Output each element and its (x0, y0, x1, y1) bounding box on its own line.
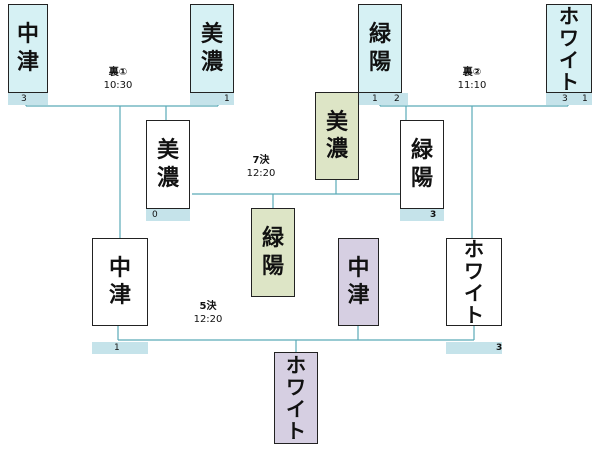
team-char: 緑 (368, 22, 391, 47)
team-char: ワ (559, 25, 579, 50)
score-top-mino: 1 (224, 94, 230, 104)
team-char: 美 (200, 22, 223, 47)
team-char: ワ (286, 375, 306, 399)
score-top-white-right: 1 (582, 94, 588, 104)
team-char: 津 (108, 283, 131, 308)
team-char: 陽 (261, 253, 284, 279)
team-char: ワ (464, 259, 484, 283)
team-char: 濃 (156, 165, 179, 191)
team-char: 陽 (368, 49, 391, 75)
score-top-ryokuyo-right: 2 (394, 94, 400, 104)
team-char: イ (464, 281, 484, 305)
score-bar-top-ryokuyo: 1 2 (358, 93, 408, 105)
match-name: 7決 (252, 155, 270, 166)
match-time: 11:10 (457, 80, 487, 91)
team-char: 緑 (410, 138, 433, 163)
team-box-nakatsu-top: 中 津 (8, 4, 48, 93)
score-bar-top-mino: 1 (190, 93, 234, 105)
team-box-mino-7th-match: 美 濃 (146, 120, 190, 209)
team-char: 中 (347, 255, 370, 281)
score-bar-sf-nakatsu: 1 (92, 342, 148, 354)
team-char: 津 (16, 49, 39, 75)
team-box-ryokuyo-7th-match: 緑 陽 (400, 120, 444, 209)
score-bar-top-white: 3 1 (546, 93, 592, 105)
score-sf-white: 3 (496, 343, 503, 353)
match-label-7th: 7決 12:20 (236, 154, 286, 180)
team-char: イ (559, 47, 579, 72)
team-char: 中 (108, 255, 131, 281)
team-char: ホ (286, 353, 306, 377)
team-box-white-5th-result: ホ ワ イ ト (274, 352, 318, 444)
score-sf-nakatsu: 1 (114, 343, 120, 353)
match-label-5th: 5決 12:20 (183, 300, 233, 326)
match-name: 裏② (462, 67, 482, 78)
team-char: ト (464, 303, 484, 327)
team-char: ト (286, 419, 306, 443)
team-box-mino-top: 美 濃 (190, 4, 234, 93)
match-label-ura2: 裏② 11:10 (447, 66, 497, 92)
score-mid-ryokuyo: 3 (430, 210, 437, 220)
match-name: 裏① (108, 67, 128, 78)
team-char: 美 (156, 138, 179, 163)
team-box-nakatsu-5th-match: 中 津 (92, 238, 148, 326)
team-char: 濃 (200, 49, 223, 75)
score-top-ryokuyo-left: 1 (372, 94, 378, 104)
match-time: 12:20 (246, 168, 276, 179)
team-char: ホ (464, 237, 484, 261)
match-label-ura1: 裏① 10:30 (93, 66, 143, 92)
team-char: 中 (16, 22, 39, 47)
score-bar-mid-ryokuyo: 3 (400, 209, 444, 221)
score-bar-top-nakatsu: 3 (8, 93, 48, 105)
team-char: イ (286, 397, 306, 421)
team-char: 美 (325, 109, 348, 135)
team-box-mino-7th-result: 美 濃 (315, 92, 359, 180)
team-char: 津 (347, 283, 370, 308)
team-box-white-5th-match: ホ ワ イ ト (446, 238, 502, 326)
match-name: 5決 (199, 301, 217, 312)
team-char: ト (559, 69, 579, 94)
team-box-ryokuyo-8th-result: 緑 陽 (251, 208, 295, 297)
team-char: 緑 (261, 226, 284, 251)
team-box-ryokuyo-top: 緑 陽 (358, 4, 402, 93)
team-char: 濃 (325, 137, 348, 162)
score-top-white-left: 3 (562, 94, 568, 104)
score-mid-mino: 0 (152, 210, 158, 220)
team-box-nakatsu-6th-result: 中 津 (338, 238, 379, 326)
score-top-nakatsu: 3 (21, 94, 27, 104)
score-bar-mid-mino: 0 (146, 209, 190, 221)
match-time: 10:30 (103, 80, 133, 91)
team-box-white-top: ホ ワ イ ト (546, 4, 592, 93)
score-bar-sf-white: 3 (446, 342, 502, 354)
team-char: 陽 (410, 165, 433, 191)
match-time: 12:20 (193, 314, 223, 325)
team-char: ホ (559, 3, 579, 28)
